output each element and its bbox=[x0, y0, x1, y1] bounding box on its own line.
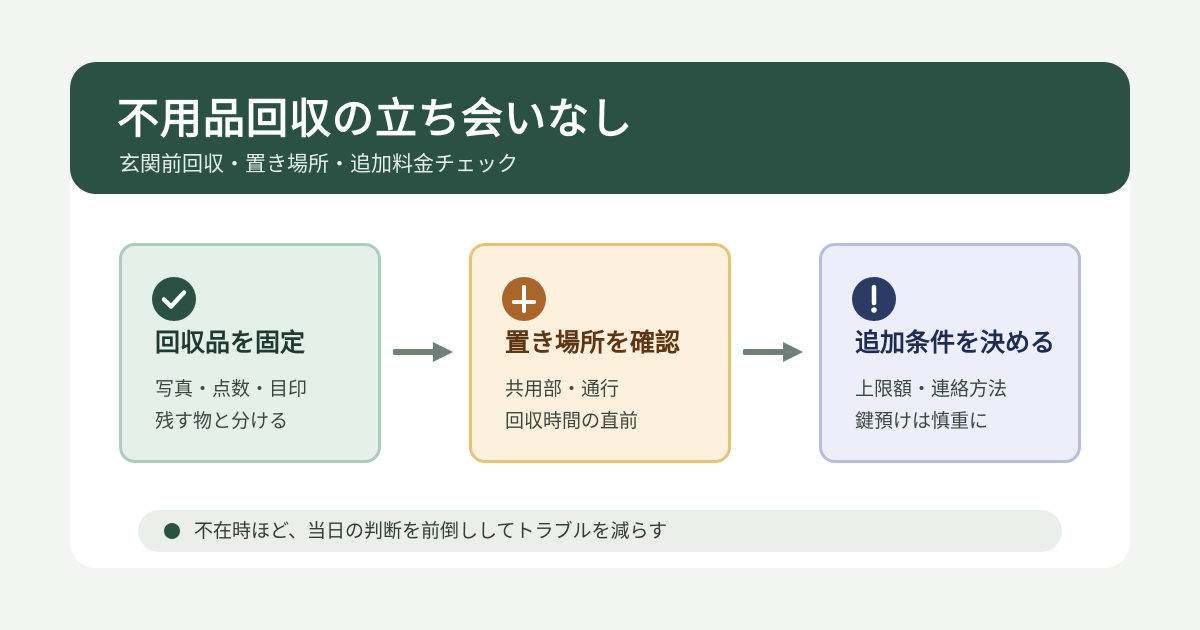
step-title: 回収品を固定 bbox=[155, 328, 306, 357]
page-subtitle: 玄関前回収・置き場所・追加料金チェック bbox=[119, 152, 518, 176]
bullet-dot-icon bbox=[164, 523, 180, 539]
step-card-2: 置き場所を確認 共用部・通行 回収時間の直前 bbox=[469, 243, 731, 463]
step-detail: 共用部・通行 bbox=[505, 378, 620, 400]
note-text: 不在時ほど、当日の判断を前倒ししてトラブルを減らす bbox=[194, 520, 668, 542]
step-detail: 鍵預けは慎重に bbox=[855, 410, 989, 432]
checkmark-icon bbox=[152, 277, 196, 321]
arrow-right-icon bbox=[743, 342, 803, 362]
location-pin-icon bbox=[502, 277, 546, 321]
step-detail: 残す物と分ける bbox=[155, 410, 289, 432]
step-detail: 上限額・連絡方法 bbox=[855, 378, 1008, 400]
exclamation-icon bbox=[852, 277, 896, 321]
header-banner: 不用品回収の立ち会いなし 玄関前回収・置き場所・追加料金チェック bbox=[70, 62, 1130, 194]
step-detail: 回収時間の直前 bbox=[505, 410, 639, 432]
step-detail: 写真・点数・目印 bbox=[155, 378, 308, 400]
step-title: 置き場所を確認 bbox=[505, 328, 681, 357]
page-title: 不用品回収の立ち会いなし bbox=[117, 94, 634, 143]
main-card: 不用品回収の立ち会いなし 玄関前回収・置き場所・追加料金チェック 回収品を固定 … bbox=[70, 62, 1130, 568]
summary-note: 不在時ほど、当日の判断を前倒ししてトラブルを減らす bbox=[138, 510, 1062, 552]
step-card-1: 回収品を固定 写真・点数・目印 残す物と分ける bbox=[119, 243, 381, 463]
arrow-right-icon bbox=[393, 342, 453, 362]
step-title: 追加条件を決める bbox=[855, 328, 1056, 357]
step-card-3: 追加条件を決める 上限額・連絡方法 鍵預けは慎重に bbox=[819, 243, 1081, 463]
